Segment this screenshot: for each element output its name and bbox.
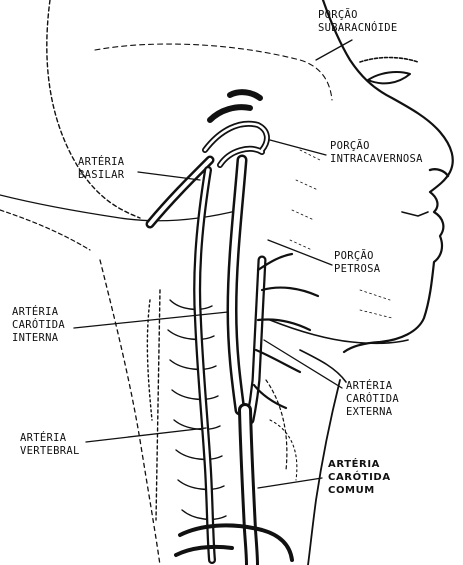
label-subarachnoid-line1: PORÇÃO bbox=[318, 9, 397, 22]
label-external-carotid: ARTÉRIA CARÓTIDA EXTERNA bbox=[346, 380, 399, 419]
leader-petrous bbox=[268, 240, 332, 265]
label-common-carotid-line3: COMUM bbox=[328, 484, 391, 497]
label-vertebral: ARTÉRIA VERTEBRAL bbox=[20, 432, 80, 458]
neck-back bbox=[100, 260, 160, 565]
leader-intracavernous bbox=[270, 140, 326, 155]
label-basilar: ARTÉRIA BASILAR bbox=[78, 156, 124, 182]
skull-line bbox=[95, 44, 332, 100]
label-subarachnoid: PORÇÃO SUBARACNÓIDE bbox=[318, 9, 397, 35]
nostril bbox=[430, 169, 448, 176]
leader-external-carotid bbox=[264, 340, 342, 388]
eyebrow bbox=[360, 58, 418, 63]
label-internal-carotid-line1: ARTÉRIA bbox=[12, 306, 65, 319]
label-common-carotid-line1: ARTÉRIA bbox=[328, 458, 391, 471]
face-profile bbox=[323, 0, 453, 352]
aortic-base bbox=[176, 525, 292, 560]
label-intracavernous-line1: PORÇÃO bbox=[330, 140, 423, 153]
label-basilar-line2: BASILAR bbox=[78, 169, 124, 182]
larynx bbox=[266, 380, 287, 470]
carotid-siphon bbox=[205, 92, 267, 165]
thyroid bbox=[270, 420, 297, 480]
leader-vertebral bbox=[86, 428, 206, 442]
label-vertebral-line2: VERTEBRAL bbox=[20, 445, 80, 458]
label-petrous-line2: PETROSA bbox=[334, 263, 380, 276]
label-common-carotid-line2: CARÓTIDA bbox=[328, 471, 391, 484]
label-external-carotid-line3: EXTERNA bbox=[346, 406, 399, 419]
label-intracavernous-line2: INTRACAVERNOSA bbox=[330, 153, 423, 166]
label-common-carotid: ARTÉRIA CARÓTIDA COMUM bbox=[328, 458, 391, 497]
label-internal-carotid-line3: INTERNA bbox=[12, 332, 65, 345]
leader-common-carotid bbox=[258, 478, 322, 488]
occipital bbox=[0, 210, 90, 250]
label-internal-carotid-line2: CARÓTIDA bbox=[12, 319, 65, 332]
label-basilar-line1: ARTÉRIA bbox=[78, 156, 124, 169]
label-petrous-line1: PORÇÃO bbox=[334, 250, 380, 263]
eye bbox=[368, 72, 410, 83]
label-internal-carotid: ARTÉRIA CARÓTIDA INTERNA bbox=[12, 306, 65, 345]
mouth bbox=[402, 212, 428, 216]
facial-hatching bbox=[290, 150, 392, 318]
back-of-head bbox=[47, 0, 140, 218]
label-external-carotid-line2: CARÓTIDA bbox=[346, 393, 399, 406]
label-vertebral-line1: ARTÉRIA bbox=[20, 432, 80, 445]
vertebral-column bbox=[147, 290, 226, 520]
label-petrous: PORÇÃO PETROSA bbox=[334, 250, 380, 276]
leader-internal-carotid bbox=[74, 312, 228, 328]
label-external-carotid-line1: ARTÉRIA bbox=[346, 380, 399, 393]
label-subarachnoid-line2: SUBARACNÓIDE bbox=[318, 22, 397, 35]
leader-lines bbox=[74, 40, 352, 488]
label-intracavernous: PORÇÃO INTRACAVERNOSA bbox=[330, 140, 423, 166]
leader-subarachnoid bbox=[316, 40, 352, 60]
